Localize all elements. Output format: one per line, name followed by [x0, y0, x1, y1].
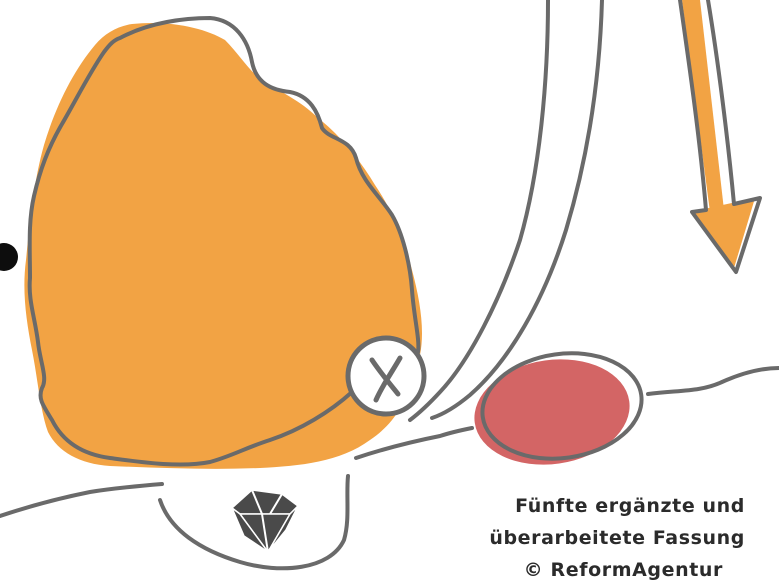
caption-line-2: überarbeitete Fassung	[385, 522, 745, 554]
bullet-dot-icon	[0, 243, 18, 271]
road-line-left	[410, 0, 548, 420]
edition-caption: Fünfte ergänzte und überarbeitete Fassun…	[385, 490, 745, 586]
diamond-icon	[232, 490, 298, 552]
path-line-left	[0, 484, 162, 516]
close-x-circle-icon	[348, 338, 424, 414]
horizon-line-right	[648, 368, 779, 394]
red-ellipse-shape	[468, 343, 649, 474]
caption-line-1: Fünfte ergänzte und	[385, 490, 745, 522]
road-line-right	[432, 0, 602, 418]
copyright-line: © ReformAgentur	[385, 554, 723, 586]
arrow-down-icon	[680, 0, 760, 272]
